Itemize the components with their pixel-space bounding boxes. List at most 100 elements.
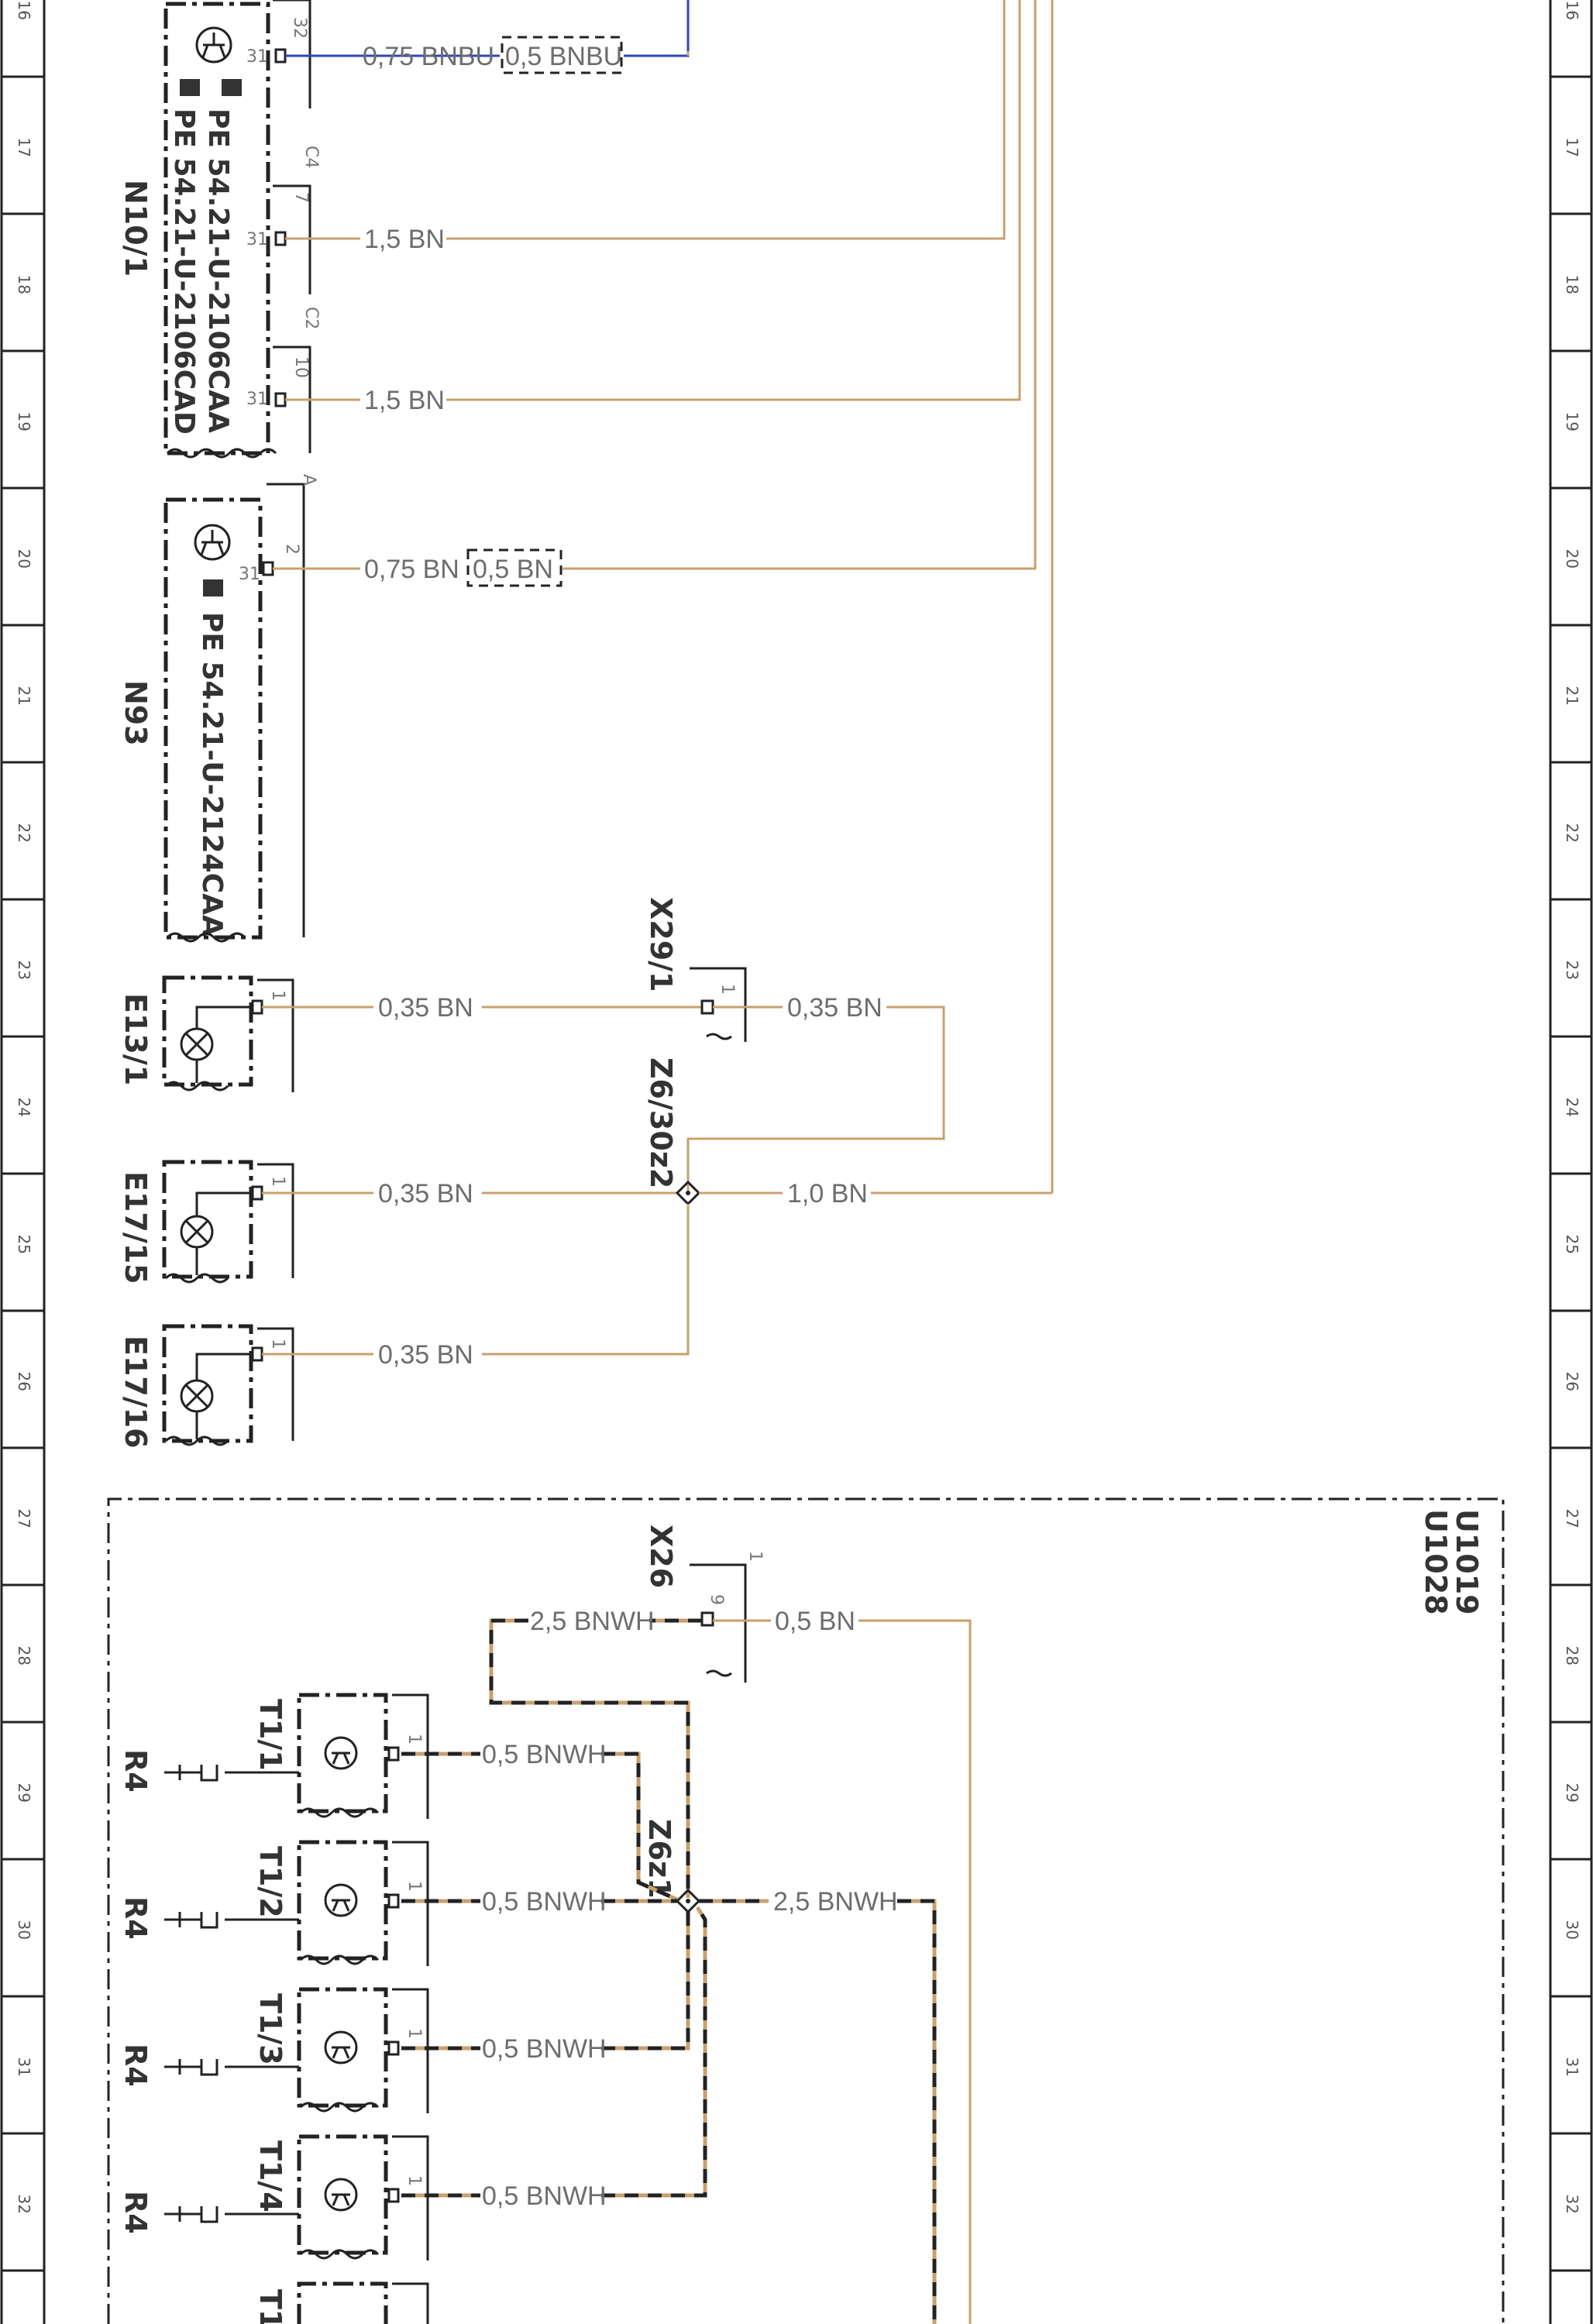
wire-w3	[285, 0, 1021, 401]
wire-w1	[285, 0, 690, 74]
lamp-e13-1: 1 E13/1	[119, 975, 294, 1092]
wire-w9	[262, 1204, 690, 1356]
n93-part: PE 54.21-U-2124CAA	[196, 612, 228, 937]
svg-text:2: 2	[282, 544, 301, 555]
sensor-pin: 1	[404, 2175, 424, 2186]
row-number-left: 25	[15, 1235, 33, 1254]
sensor-label: T1/3	[253, 1993, 287, 2065]
resistor-label: R4	[119, 2191, 153, 2234]
row-number-left: 23	[15, 961, 33, 980]
wire-label-w5: 0,35 BN	[378, 993, 473, 1023]
n10-1-outline	[163, 2, 270, 456]
sensor-pin: 1	[404, 1734, 424, 1745]
sensor-t1-1: T1/1R4 1	[119, 1693, 429, 1819]
wire-label-w1a: 0,75 BNBU	[363, 42, 494, 71]
hand-note-icon	[203, 579, 223, 596]
row-number-right: 19	[1563, 412, 1581, 431]
row-number-left: 24	[15, 1098, 33, 1117]
row-number-right: 31	[1563, 2058, 1581, 2077]
u1019-label: U1019	[1450, 1509, 1484, 1615]
resistor-connector-icon	[164, 2059, 299, 2076]
svg-text:31: 31	[246, 390, 268, 409]
right-row-ruler	[1549, 0, 1593, 2324]
sensor-label: T1.	[253, 2289, 287, 2324]
wire-label-w4a: 0,75 BN	[364, 555, 459, 584]
svg-text:1: 1	[268, 990, 287, 1001]
svg-text:1: 1	[717, 984, 737, 995]
n93-outline	[163, 497, 263, 940]
wire-w6	[686, 1006, 945, 1193]
lamp-icon	[180, 1353, 253, 1439]
row-number-left: 22	[15, 823, 33, 843]
wire-label-w7: 0,35 BN	[378, 1179, 473, 1208]
row-number-left: 26	[15, 1372, 33, 1391]
row-number-right: 27	[1563, 1509, 1581, 1528]
row-number-right: 21	[1563, 686, 1581, 706]
row-number-right: 32	[1563, 2195, 1581, 2214]
wire-w16	[401, 1906, 707, 2198]
row-number-right: 17	[1563, 138, 1581, 157]
svg-text:31: 31	[246, 47, 268, 67]
transistor-symbol-icon	[194, 524, 231, 561]
resistor-label: R4	[119, 2044, 153, 2087]
row-number-right: 28	[1563, 1646, 1581, 1666]
wire-label-w2: 1,5 BN	[364, 225, 445, 254]
wire-w15	[401, 1912, 690, 2051]
transistor-symbol-icon	[324, 2030, 358, 2064]
svg-text:1: 1	[268, 1339, 287, 1349]
wire-label-w4b: 0,5 BN	[473, 555, 553, 584]
svg-text:C4: C4	[301, 146, 321, 168]
resistor-label: R4	[119, 1749, 153, 1793]
u-frame-outline	[107, 1497, 1505, 2324]
row-number-left: 31	[15, 2058, 33, 2077]
svg-text:1: 1	[745, 1551, 765, 1562]
row-number-right: 25	[1563, 1235, 1581, 1254]
svg-text:31: 31	[246, 230, 268, 249]
sensor-label: T1/1	[253, 1699, 287, 1771]
row-number-right: 16	[1563, 1, 1581, 20]
row-number-left: 17	[15, 138, 33, 157]
lamp-icon	[180, 1191, 253, 1275]
row-number-left: 16	[15, 1, 33, 20]
connector-x26: 1 9 X26	[644, 1525, 765, 1683]
row-number-left: 20	[15, 549, 33, 569]
row-number-right: 29	[1563, 1783, 1581, 1803]
row-number-left: 21	[15, 686, 33, 706]
svg-text:1: 1	[268, 1176, 287, 1187]
row-number-right: 22	[1563, 823, 1581, 843]
svg-text:A: A	[299, 474, 318, 486]
sensor-pin: 1	[404, 1881, 424, 1892]
svg-text:9: 9	[707, 1594, 726, 1605]
wire-w11	[713, 1619, 972, 2324]
row-number-left: 18	[15, 275, 33, 294]
wire-label-w8: 1,0 BN	[787, 1179, 868, 1208]
wire-w12	[401, 1752, 679, 1902]
wire-label-w6: 0,35 BN	[787, 993, 883, 1023]
lamp-e17-15: 1 E17/15	[119, 1160, 294, 1284]
transistor-symbol-icon	[324, 2178, 358, 2212]
component-n10-1: PE 54.21-U-2106CAA PE 54.21-U-2106CAD N1…	[119, 0, 321, 459]
component-n93: PE 54.21-U-2124CAA N93 A 2 31	[119, 474, 318, 943]
z6-30z2-label: Z6/30z2	[644, 1057, 678, 1188]
row-number-right: 18	[1563, 275, 1581, 294]
transistor-symbol-icon	[195, 26, 232, 64]
wire-label-w1b: 0,5 BNBU	[505, 42, 622, 71]
sensor-t1-3: T1/3R4 1	[119, 1987, 429, 2113]
row-number-right: 26	[1563, 1372, 1581, 1391]
svg-text:31: 31	[239, 565, 260, 584]
sensor-pin: 1	[404, 2028, 424, 2039]
row-number-left: 30	[15, 1920, 33, 1940]
wire-w2	[285, 0, 1006, 240]
sensor-label: T1/2	[253, 1846, 287, 1918]
wire-w10	[489, 1618, 702, 1898]
resistor-connector-icon	[164, 1765, 299, 1782]
row-number-left: 29	[15, 1783, 33, 1803]
svg-text:7: 7	[291, 192, 311, 203]
wire-w4	[273, 0, 1037, 570]
x26-label: X26	[644, 1525, 678, 1588]
e17-16-label: E17/16	[119, 1336, 153, 1449]
wire-label-w3: 1,5 BN	[364, 386, 445, 415]
